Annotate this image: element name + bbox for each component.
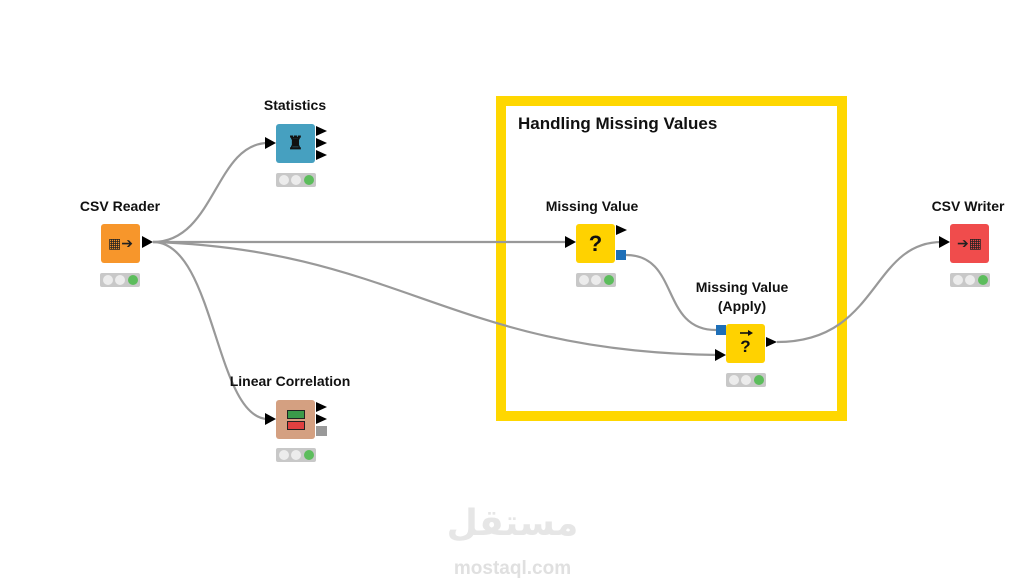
port-stats-out-2 (316, 138, 327, 148)
port-apply-in (715, 349, 726, 361)
missing-value-apply-node[interactable]: ? (726, 324, 765, 363)
connection-reader-apply (152, 240, 719, 357)
missing-value-label: Missing Value (545, 198, 639, 214)
question-icon: ? (740, 337, 751, 356)
port-mv-model-out (616, 250, 626, 260)
port-apply-model-in (716, 325, 726, 335)
apply-label-line1: Missing Value (695, 279, 789, 295)
statistics-label: Statistics (263, 97, 327, 113)
port-stats-out-3 (316, 150, 327, 160)
annotation-box[interactable]: Handling Missing Values (496, 96, 847, 421)
port-stats-out-1 (316, 126, 327, 136)
linear-correlation-node[interactable] (276, 400, 315, 439)
apply-label: Missing Value (Apply) (642, 278, 842, 316)
port-mv-in (565, 236, 576, 248)
port-corr-out-2 (316, 414, 327, 424)
csv-reader-label: CSV Reader (79, 198, 161, 214)
connection-missing-model-apply (625, 253, 717, 332)
question-icon: ? (588, 230, 603, 256)
correlation-matrix-icon-lower (286, 420, 305, 430)
port-corr-in (265, 413, 276, 425)
port-writer-in (939, 236, 950, 248)
csv-writer-status (950, 273, 990, 287)
statistics-status (276, 173, 316, 187)
port-stats-in (265, 137, 276, 149)
port-apply-out (766, 337, 777, 347)
connection-reader-statistics (152, 141, 269, 244)
connection-reader-correlation (152, 240, 269, 421)
csv-writer-label: CSV Writer (931, 198, 1005, 214)
csv-reader-node[interactable]: ▦➔ (101, 224, 140, 263)
missing-value-node[interactable]: ? (576, 224, 615, 263)
port-mv-out (616, 225, 627, 235)
csv-reader-status (100, 273, 140, 287)
port-corr-out-3 (316, 426, 327, 436)
correlation-label: Linear Correlation (229, 373, 351, 389)
connection-apply-writer (776, 240, 943, 344)
apply-status (726, 373, 766, 387)
statistics-icon: ♜ (287, 133, 304, 153)
watermark-arabic: مستقل (446, 503, 579, 544)
annotation-title: Handling Missing Values (518, 114, 718, 133)
csv-writer-node[interactable]: ➔▦ (950, 224, 989, 263)
watermark-latin: mostaql.com (453, 558, 572, 579)
apply-label-line2: (Apply) (717, 298, 767, 314)
port-reader-out (142, 236, 153, 248)
port-corr-out-1 (316, 402, 327, 412)
table-write-icon: ➔▦ (957, 235, 982, 251)
arrow-icon (739, 330, 753, 336)
correlation-status (276, 448, 316, 462)
missing-value-status (576, 273, 616, 287)
table-arrow-icon: ▦➔ (108, 235, 133, 251)
statistics-node[interactable]: ♜ (276, 124, 315, 163)
correlation-matrix-icon (286, 409, 305, 419)
